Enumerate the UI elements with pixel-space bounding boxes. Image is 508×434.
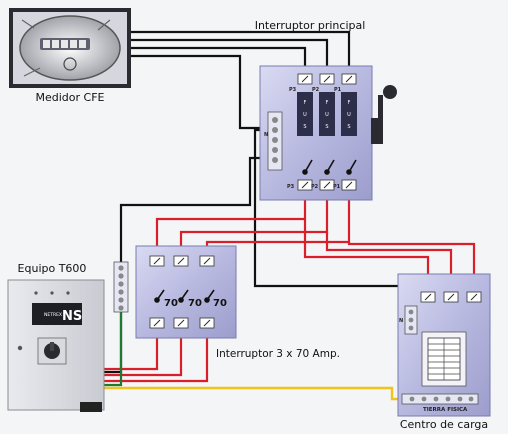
fuse-letter: U (347, 112, 351, 118)
equipment-lock (17, 345, 23, 351)
breaker-label: Interruptor 3 x 70 Amp. (216, 348, 340, 360)
load-center-ground-bar: TIERRA FISICA (401, 393, 479, 413)
terminal-screws (153, 75, 478, 327)
breaker-top-terminals (149, 255, 215, 267)
meter-disc (63, 57, 77, 71)
main-switch-blades (302, 159, 357, 175)
breaker-rating-c: 70 (213, 298, 227, 309)
wire-breaker-eq-c (104, 327, 209, 383)
equipment-rotary-indicator (50, 342, 54, 351)
wires (104, 30, 476, 401)
meter-label: Medidor CFE (36, 91, 105, 104)
pole-top-p1: P1 (334, 87, 342, 93)
wire-ground-green (104, 300, 123, 387)
main-switch-handle-knob (383, 85, 397, 99)
pole-top-p2: P2 (312, 87, 320, 93)
fuse-letter: U (325, 112, 329, 118)
load-center-label: Centro de carga (400, 418, 488, 431)
equipment-logo-plate (32, 303, 82, 325)
breaker-bottom-terminals (149, 317, 215, 329)
main-switch-neutral-bar: N (264, 111, 283, 171)
pole-top-p3: P3 (289, 87, 297, 93)
main-switch-label: Interruptor principal (255, 19, 366, 32)
wire-meter-p1 (130, 30, 351, 74)
fuse-letter: S (303, 124, 306, 130)
fuse-letter: F (304, 100, 307, 106)
fuse-letter: U (303, 112, 307, 118)
wire-meter-p3 (130, 46, 307, 74)
fuse-letter: F (348, 100, 351, 106)
equipment-logo: NS (62, 309, 82, 324)
pole-bottom-p1: P1 (333, 184, 341, 190)
wire-phase-a-breaker (155, 190, 307, 258)
pole-bottom-p2: P2 (311, 184, 319, 190)
load-center: N TIERRA FISICA Centro de carga (397, 273, 491, 431)
main-switch: Interruptor principal N P3 P2 P1 (255, 19, 397, 201)
wire-meter-neutral (130, 54, 268, 130)
equipment-label: Equipo T600 (18, 262, 87, 275)
wire-phase-c-load (347, 242, 476, 292)
meter-glare (21, 19, 111, 77)
main-switch-neutral-label: N (264, 132, 268, 138)
main-switch-handle-base (371, 118, 383, 144)
wire-phase-b-breaker (179, 190, 329, 258)
breaker-3x70: 70 70 70 Interruptor 3 x 70 Amp. (135, 245, 340, 360)
breaker-rating-b: 70 (188, 298, 202, 309)
meter: Medidor CFE (9, 8, 131, 104)
wire-neutral-equipment (119, 156, 270, 262)
wire-meter-p2 (130, 38, 329, 74)
wire-ground-yellow (104, 386, 402, 401)
breaker-rating-a: 70 (164, 298, 178, 309)
terminal-block (113, 261, 129, 313)
equipment-foot (80, 402, 102, 412)
load-center-ground-label: TIERRA FISICA (423, 407, 468, 413)
fuse-letter: S (347, 124, 350, 130)
load-center-breakers (421, 331, 467, 387)
wire-breaker-eq-b (104, 327, 183, 377)
fuse-letter: F (326, 100, 329, 106)
breaker-blades (154, 289, 215, 303)
main-switch-handle-lever (378, 95, 383, 121)
equipment-brand: NETREX (44, 312, 62, 318)
wire-phase-b-load (325, 232, 453, 292)
load-center-neutral-label: N (399, 318, 403, 324)
main-switch-fuses: F U S F U S F U S (297, 92, 357, 136)
fuse-letter: S (325, 124, 328, 130)
equipment-t600: Equipo T600 NETREX NS (7, 262, 105, 412)
pole-bottom-p3: P3 (287, 184, 295, 190)
load-center-neutral-bar: N (399, 305, 418, 335)
